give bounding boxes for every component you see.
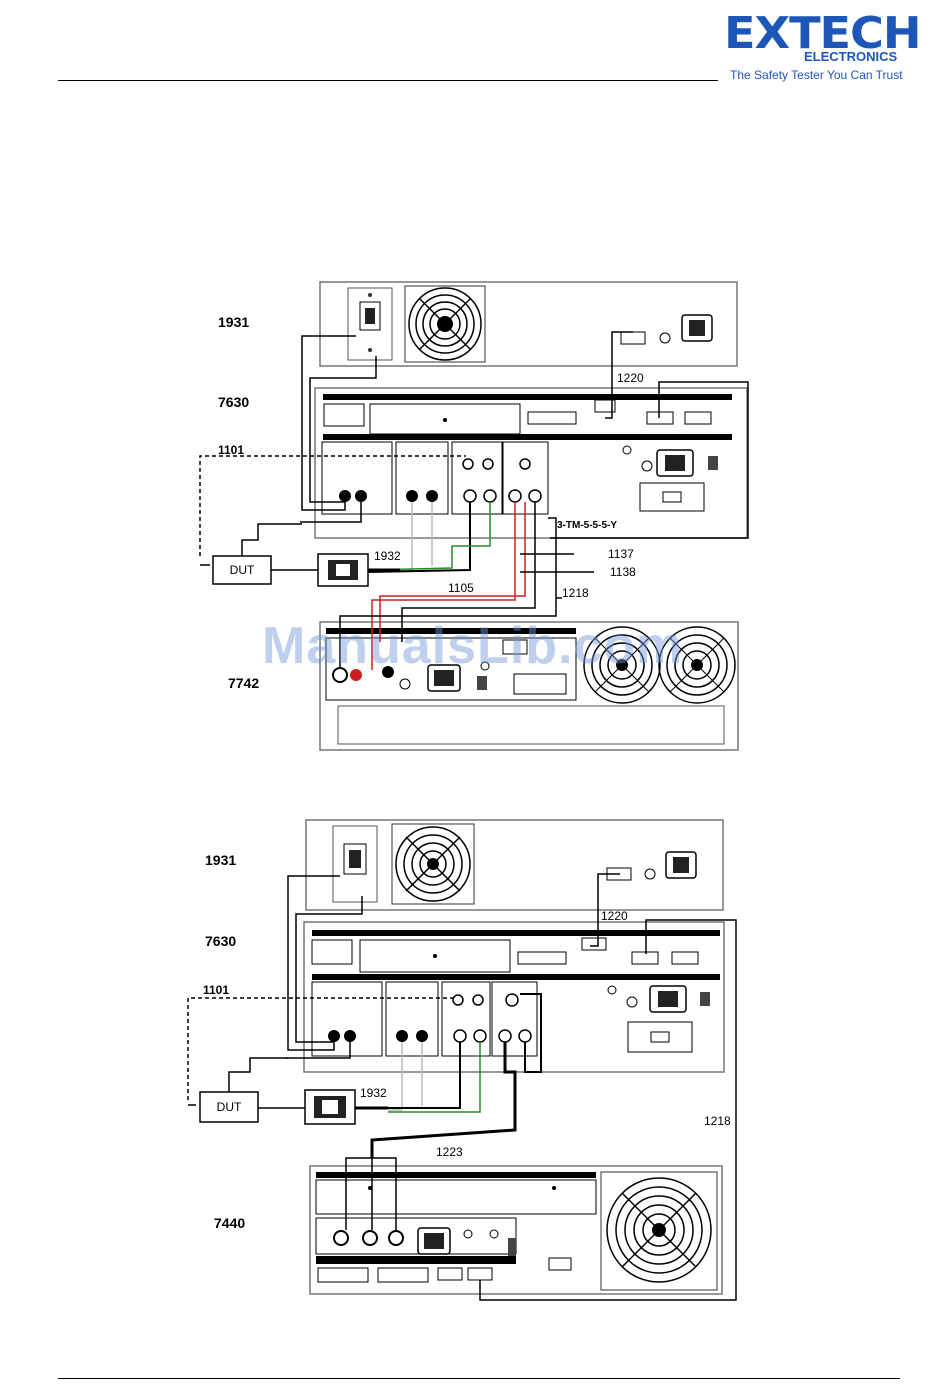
dut-label: DUT bbox=[230, 563, 255, 577]
cable-1105-label: 1105 bbox=[448, 581, 474, 595]
instrument-1931 bbox=[306, 820, 723, 910]
label-7630: 7630 bbox=[205, 933, 236, 949]
cable-1220-label: 1220 bbox=[601, 909, 628, 923]
cable-1223-label: 1223 bbox=[436, 1145, 463, 1159]
logo-subtitle: ELECTRONICS bbox=[804, 49, 897, 64]
label-1931: 1931 bbox=[218, 314, 249, 330]
cable-1932-label: 1932 bbox=[374, 549, 401, 563]
dut-label: DUT bbox=[217, 1100, 242, 1114]
wiring-diagram-7742: 1931 7630 DU bbox=[0, 270, 950, 760]
logo-tagline: The Safety Tester You Can Trust bbox=[730, 68, 903, 82]
dut-box: DUT bbox=[200, 1092, 258, 1122]
cable-1218-label: 1218 bbox=[562, 586, 589, 600]
instrument-7630 bbox=[315, 388, 747, 538]
extech-logo: EXTECH ELECTRONICS The Safety Tester You… bbox=[724, 12, 908, 84]
label-7440: 7440 bbox=[214, 1215, 245, 1231]
label-7630: 7630 bbox=[218, 394, 249, 410]
adapter-box bbox=[318, 554, 368, 586]
cable-1220-label: 1220 bbox=[617, 371, 644, 385]
label-7742: 7742 bbox=[228, 675, 259, 691]
instrument-1931 bbox=[320, 282, 737, 366]
cable-1138-label: 1138 bbox=[610, 565, 636, 579]
cable-1932-label: 1932 bbox=[360, 1086, 387, 1100]
part-label: 3-TM-5-5-5-Y bbox=[557, 520, 617, 531]
footer-rule bbox=[58, 1378, 900, 1379]
label-1931: 1931 bbox=[205, 852, 236, 868]
dut-box: DUT bbox=[213, 556, 271, 584]
header-rule bbox=[58, 80, 718, 81]
adapter-box bbox=[305, 1090, 355, 1124]
watermark: ManualsLib.com bbox=[262, 616, 683, 676]
cable-1101-label: 1101 bbox=[203, 983, 229, 997]
cable-1137-label: 1137 bbox=[608, 547, 634, 561]
cable-1218-label: 1218 bbox=[704, 1114, 731, 1128]
instrument-7630 bbox=[304, 922, 724, 1072]
cable-1101-label: 1101 bbox=[218, 443, 244, 457]
wiring-diagram-7440: 1931 7630 DU bbox=[0, 810, 950, 1310]
